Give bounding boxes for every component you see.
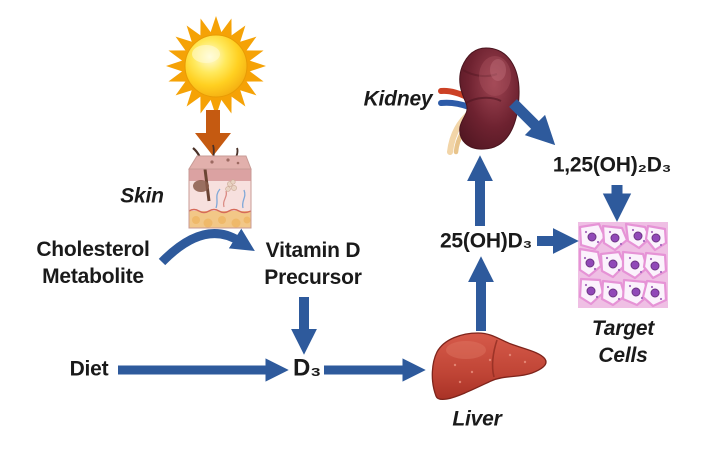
liver-label: Liver: [452, 407, 502, 431]
d3-label: D₃: [292, 354, 322, 382]
calcidiol-label: 25(OH)D₃: [439, 229, 533, 253]
cholesterol-metabolite-label: Cholesterol Metabolite: [36, 238, 150, 288]
kidney-to-calcitriol-arrow: [509, 99, 556, 146]
skin-curved-arrow: [158, 228, 255, 266]
kidney-label: Kidney: [363, 87, 433, 111]
skin-cross-section-icon: [188, 144, 252, 229]
liver-icon: [431, 332, 547, 401]
vitamin-d-precursor-label: Vitamin D Precursor: [264, 239, 362, 289]
kidney-icon: [438, 47, 520, 155]
sun-icon: [166, 16, 266, 116]
tissue-cells-icon: [578, 222, 668, 308]
calcitriol-label: 1,25(OH)₂D₃: [552, 153, 672, 177]
skin-label: Skin: [120, 184, 164, 208]
sun-to-skin-arrow: [195, 110, 231, 156]
flow-arrows: [118, 99, 632, 382]
target-cells-label: Target Cells: [591, 317, 655, 367]
diet-label: Diet: [69, 357, 109, 381]
